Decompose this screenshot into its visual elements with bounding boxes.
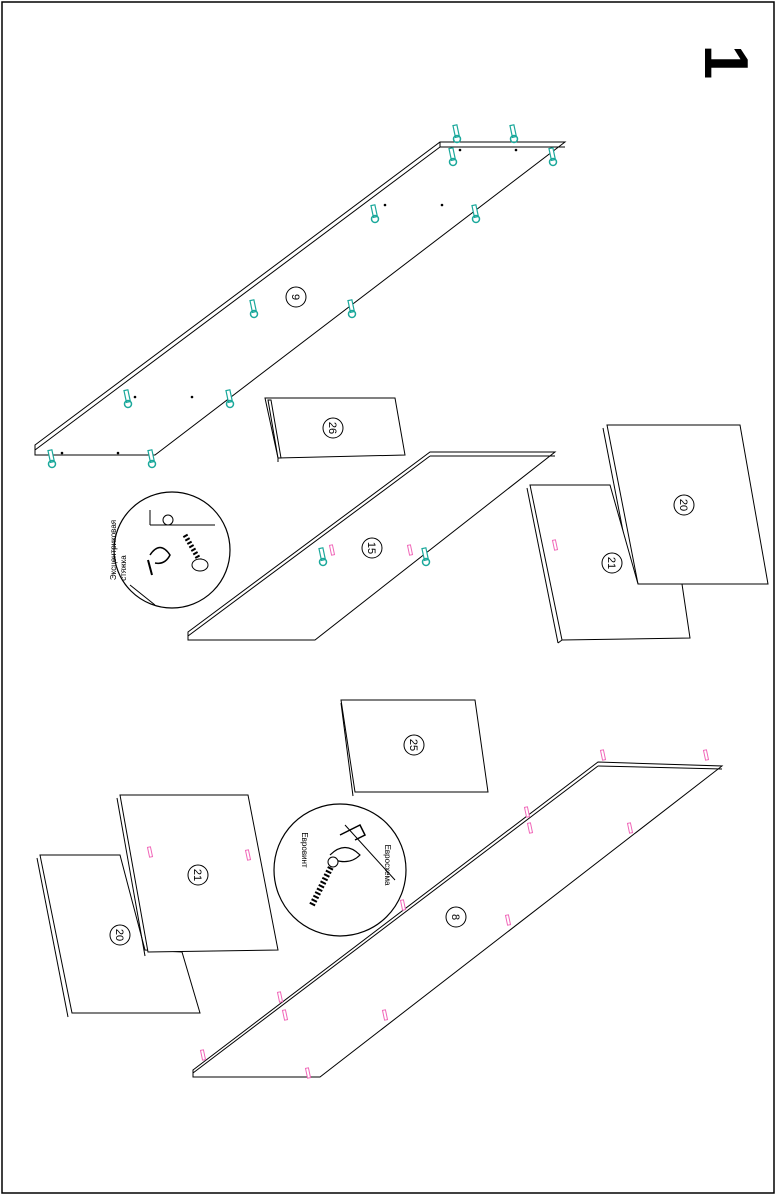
minifix-pin-icon bbox=[199, 1049, 207, 1061]
hole-mark bbox=[190, 395, 194, 399]
eccentric-label-2: стяжка bbox=[119, 555, 128, 581]
hole-mark bbox=[458, 148, 462, 152]
wooden-dowel-icon bbox=[318, 547, 328, 567]
minifix-pin-icon bbox=[399, 899, 407, 911]
eccentric-label-1: Эксцентриковая bbox=[109, 520, 118, 580]
hole-mark bbox=[383, 203, 387, 207]
hole-mark bbox=[60, 451, 64, 455]
wooden-dowel-icon bbox=[452, 124, 462, 144]
minifix-pin-icon bbox=[304, 1067, 312, 1079]
svg-text:20: 20 bbox=[113, 929, 125, 941]
minifix-pin-icon bbox=[599, 749, 607, 761]
holes bbox=[60, 148, 518, 455]
part-label-8: 8 bbox=[445, 906, 467, 928]
hole-mark bbox=[440, 203, 444, 207]
part-label-20-bottom: 20 bbox=[109, 924, 131, 946]
minifix-pin-icon bbox=[381, 1009, 389, 1021]
euroscrew-icon bbox=[309, 856, 339, 907]
wooden-dowel-icon bbox=[123, 389, 133, 409]
minifix-pin-icon bbox=[281, 1009, 289, 1021]
part-label-21-top: 21 bbox=[601, 552, 623, 574]
part-label-26: 26 bbox=[322, 417, 344, 439]
wooden-dowel-icon bbox=[548, 147, 558, 167]
wooden-dowel-icon bbox=[421, 547, 431, 567]
svg-text:26: 26 bbox=[326, 422, 338, 434]
svg-text:15: 15 bbox=[365, 542, 377, 554]
minifix-pin-icon bbox=[406, 544, 414, 556]
pins bbox=[146, 539, 710, 1079]
eccentric-cam-icon bbox=[147, 514, 174, 576]
euroscrew-label-2: Евросхема bbox=[383, 845, 392, 886]
euroscrew-label: Евровинт bbox=[300, 832, 309, 868]
hole-mark bbox=[116, 451, 120, 455]
svg-text:25: 25 bbox=[407, 739, 419, 751]
dowels bbox=[47, 124, 558, 567]
euroscrew-icon bbox=[182, 533, 209, 572]
hole-mark bbox=[514, 148, 518, 152]
minifix-pin-icon bbox=[702, 749, 710, 761]
part-label-15: 15 bbox=[361, 537, 383, 559]
wooden-dowel-icon bbox=[225, 389, 235, 409]
part-label-9: 9 bbox=[285, 286, 307, 308]
svg-text:20: 20 bbox=[677, 499, 689, 511]
minifix-pin-icon bbox=[626, 822, 634, 834]
step-number: 1 bbox=[691, 45, 760, 79]
minifix-pin-icon bbox=[504, 914, 512, 926]
svg-text:9: 9 bbox=[289, 294, 301, 300]
svg-text:21: 21 bbox=[605, 557, 617, 569]
minifix-pin-icon bbox=[523, 806, 531, 818]
euroscrew-detail-callout: Евровинт Евросхема bbox=[273, 803, 407, 937]
minifix-pin-icon bbox=[526, 822, 534, 834]
wooden-dowel-icon bbox=[47, 449, 57, 469]
wooden-dowel-icon bbox=[147, 449, 157, 469]
minifix-pin-icon bbox=[328, 544, 336, 556]
svg-text:8: 8 bbox=[449, 914, 461, 920]
wooden-dowel-icon bbox=[471, 204, 481, 224]
minifix-pin-icon bbox=[276, 991, 284, 1003]
minifix-pin-icon bbox=[551, 539, 559, 551]
wooden-dowel-icon bbox=[370, 204, 380, 224]
part-label-25: 25 bbox=[403, 734, 425, 756]
eccentric-detail-callout: Эксцентриковая стяжка bbox=[109, 491, 231, 609]
wooden-dowel-icon bbox=[509, 124, 519, 144]
wooden-dowel-icon bbox=[448, 147, 458, 167]
minifix-pin-icon bbox=[146, 846, 154, 858]
part-label-21-bottom: 21 bbox=[187, 864, 209, 886]
wooden-dowel-icon bbox=[347, 299, 357, 319]
minifix-pin-icon bbox=[244, 849, 252, 861]
svg-text:21: 21 bbox=[191, 869, 203, 881]
part-labels: 9 26 15 20 21 25 21 20 bbox=[109, 286, 695, 946]
part-label-20-top: 20 bbox=[673, 494, 695, 516]
hole-mark bbox=[133, 395, 137, 399]
wooden-dowel-icon bbox=[249, 299, 259, 319]
